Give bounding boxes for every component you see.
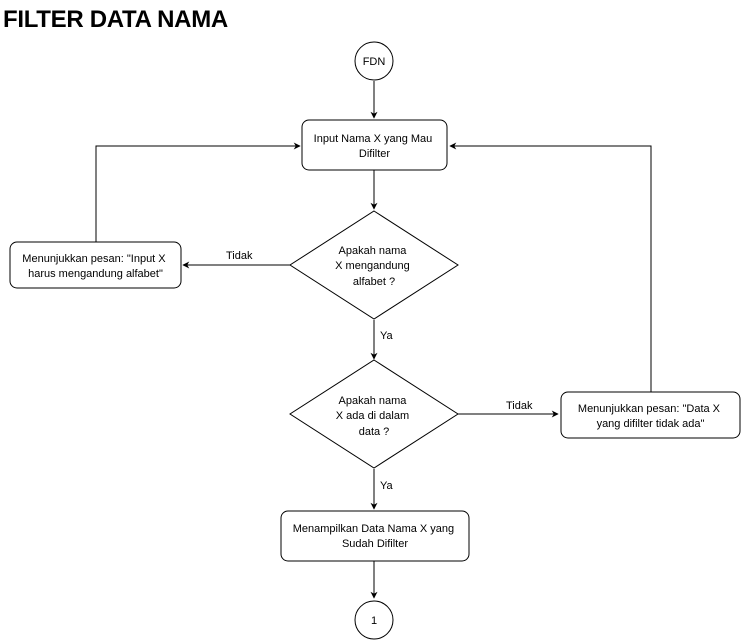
- msg-alpha-label: Menunjukkan pesan: "Input X harus mengan…: [22, 253, 168, 280]
- show-node-label: Menampilkan Data Nama X yang Sudah Difil…: [293, 523, 457, 550]
- end-node-label: 1: [371, 615, 377, 627]
- end-node: 1: [354, 600, 394, 640]
- edge-label-exists-no: Tidak: [506, 400, 533, 412]
- edge-msg-missing-to-input: [449, 142, 652, 392]
- msg-missing-label: Menunjukkan pesan: "Data X yang difilter…: [578, 403, 723, 430]
- decision-exists-node: Apakah nama X ada di dalam data ?: [289, 359, 459, 469]
- decision-alpha-node: Apakah nama X mengandung alfabet ?: [289, 210, 459, 320]
- start-node-label: FDN: [363, 56, 386, 68]
- start-node: FDN: [354, 41, 394, 81]
- input-node-label: Input Nama X yang Mau Difilter: [314, 133, 436, 160]
- decision-alpha-label: Apakah nama X mengandung alfabet ?: [335, 245, 413, 288]
- input-node: Input Nama X yang Mau Difilter: [301, 119, 448, 171]
- msg-missing-node: Menunjukkan pesan: "Data X yang difilter…: [560, 391, 741, 439]
- edge-label-alpha-yes: Ya: [380, 330, 394, 342]
- edge-label-alpha-no: Tidak: [226, 250, 253, 262]
- edge-label-exists-yes: Ya: [380, 480, 394, 492]
- edge-msg-alpha-to-input: [95, 142, 301, 242]
- page-title: FILTER DATA NAMA: [3, 6, 228, 33]
- msg-alpha-node: Menunjukkan pesan: "Input X harus mengan…: [9, 241, 182, 289]
- decision-exists-label: Apakah nama X ada di dalam data ?: [336, 395, 412, 438]
- show-node: Menampilkan Data Nama X yang Sudah Difil…: [280, 510, 470, 562]
- edges: [95, 81, 652, 599]
